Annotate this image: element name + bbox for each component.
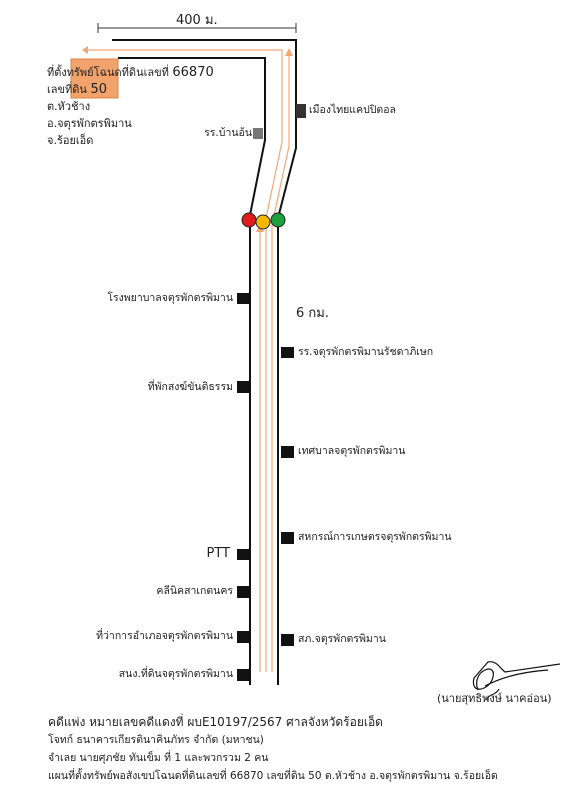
parcel-province: จ.ร้อยเอ็ด xyxy=(47,134,94,147)
marker-municipality xyxy=(281,446,294,458)
marker-clinic xyxy=(237,586,250,598)
marker-school-rachada xyxy=(281,347,294,358)
parcel-deed-prefix: ที่ตั้งทรัพย์โฉนดที่ดินเลขที่ xyxy=(47,66,169,79)
marker-school-ban-on xyxy=(253,128,263,139)
landmark-coop: สหกรณ์การเกษตรจตุรพักตรพิมาน xyxy=(298,531,452,543)
plaintiff-line: โจทก์ ธนาคารเกียรตินาคินภัทร จำกัด (มหาช… xyxy=(48,734,264,746)
traffic-light xyxy=(241,212,286,230)
marker-hospital xyxy=(237,293,250,304)
map-description-line: แผนที่ตั้งทรัพย์พอสังเขปโฉนดที่ดินเลขที่… xyxy=(48,770,498,782)
landmark-ptt: PTT xyxy=(206,546,231,561)
marker-monk-residence xyxy=(237,381,250,393)
marker-ptt xyxy=(237,549,250,560)
case-number-line: คดีแพ่ง หมายเลขคดีแดงที่ ผบE10197/2567 ศ… xyxy=(48,715,383,729)
landmark-hospital: โรงพยาบาลจตุรพักตรพิมาน xyxy=(107,292,233,304)
parcel-subdistrict: ต.หัวช้าง xyxy=(47,100,91,113)
parcel-land-prefix: เลขที่ดิน xyxy=(47,83,87,96)
route-path xyxy=(88,49,290,672)
marker-police xyxy=(281,634,294,646)
landmark-police: สภ.จตุรพักตรพิมาน xyxy=(298,633,386,645)
traffic-light-yellow xyxy=(255,214,271,230)
top-distance-dimension xyxy=(97,23,297,33)
parcel-label: ที่ตั้งทรัพย์โฉนดที่ดินเลขที่ 66870 เลขท… xyxy=(47,64,214,149)
signature-scribble xyxy=(472,661,561,701)
parcel-marker xyxy=(70,58,119,99)
landmark-land-office: สนง.ที่ดินจตุรพักตรพิมาน xyxy=(118,668,233,680)
marker-coop xyxy=(281,532,294,544)
landmark-monk-residence: ที่พักสงฆ์ขันติธรรม xyxy=(147,381,233,393)
signature-name: (นายสุทธิพงษ์ นาคอ่อน) xyxy=(437,692,552,705)
landmark-markers xyxy=(237,104,306,681)
marker-land-office xyxy=(237,669,250,681)
parcel-land-number: 50 xyxy=(90,82,107,97)
landmark-school-ban-on: รร.บ้านอ้น xyxy=(204,127,252,139)
distance-road-label: 6 กม. xyxy=(296,306,329,321)
landmark-clinic: คลีนิคสาเกตนคร xyxy=(156,585,233,597)
parcel-district: อ.จตุรพักตรพิมาน xyxy=(47,117,132,130)
landmark-district-office: ที่ว่าการอำเภอจตุรพักตรพิมาน xyxy=(96,630,233,642)
parcel-deed-number: 66870 xyxy=(172,65,214,80)
defendant-line: จำเลย นายศุภชัย ทันเข็ม ที่ 1 และพวกรวม … xyxy=(48,752,269,764)
distance-top-label: 400 ม. xyxy=(176,13,218,28)
case-info: คดีแพ่ง หมายเลขคดีแดงที่ ผบE10197/2567 ศ… xyxy=(48,713,498,785)
landmark-school-rachada: รร.จตุรพักตรพิมานรัชดาภิเษก xyxy=(298,346,434,358)
traffic-light-green xyxy=(270,212,286,228)
traffic-light-red xyxy=(241,212,257,228)
landmark-municipality: เทศบาลจตุรพักตรพิมาน xyxy=(298,445,406,457)
road-lines xyxy=(112,39,297,685)
marker-muang-thai-capital xyxy=(296,104,306,118)
marker-district-office xyxy=(237,631,250,643)
landmark-muang-thai-capital: เมืองไทยแคปปิตอล xyxy=(309,104,396,116)
